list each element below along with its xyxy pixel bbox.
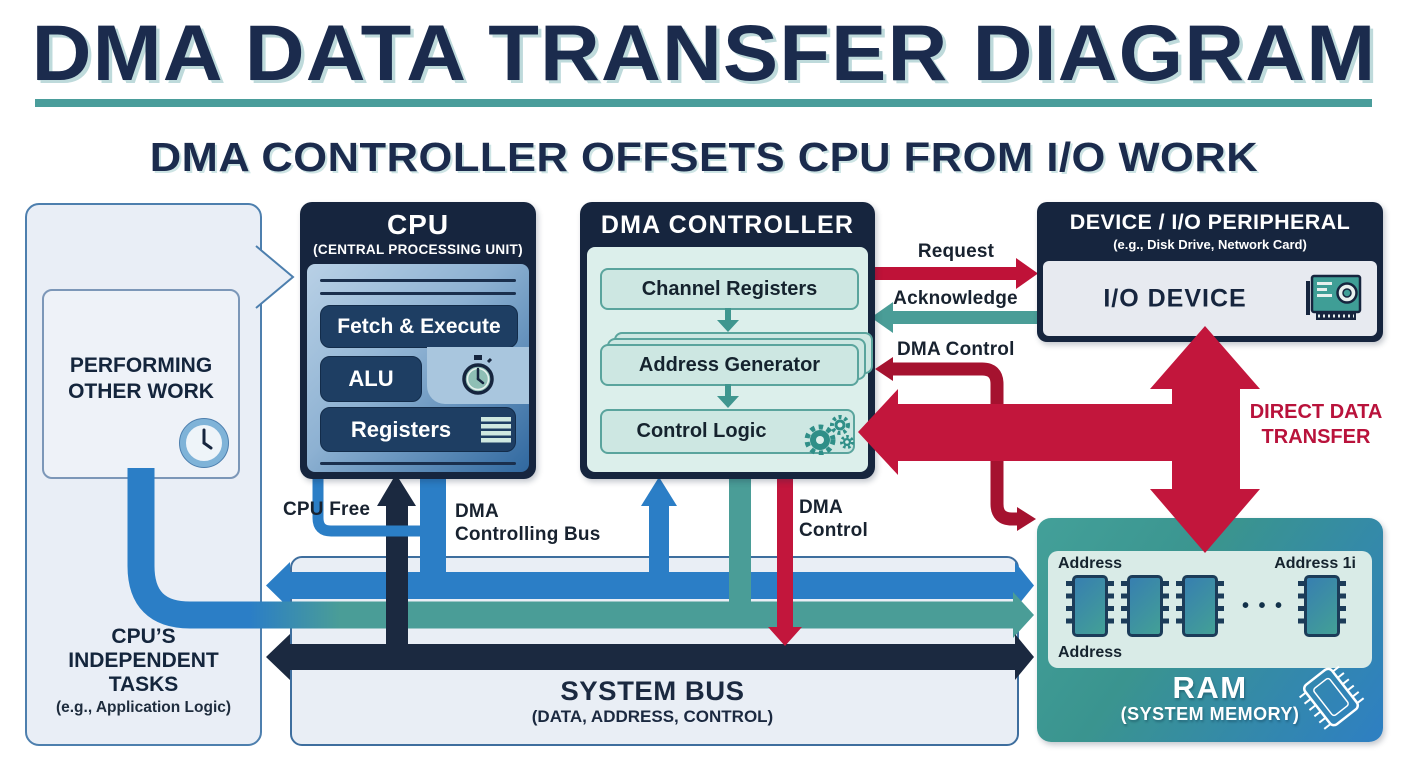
dma-teal-connector [729,468,751,626]
dma-controlling-bus-line2: Controlling Bus [455,524,601,546]
stopwatch-icon [462,354,494,395]
gears-icon [804,415,854,455]
request-arrow [875,258,1038,289]
dma-controller-box: DMA CONTROLLER Channel Registers Address… [580,202,875,479]
dma-control-upper-label: DMA Control [897,339,1015,360]
ram-title: RAM [1172,670,1248,705]
cpu-subtitle: (CENTRAL PROCESSING UNIT) [313,242,523,257]
stopwatch-panel [427,347,529,404]
cpu-box: CPU (CENTRAL PROCESSING UNIT) Fetch & Ex… [300,202,536,479]
cpu-independent-tasks-label: CPU’S INDEPENDENT TASKS [68,625,219,697]
ram-address-top-left: Address [1058,555,1123,572]
cpu-divider [320,292,516,295]
device-subtitle: (e.g., Disk Drive, Network Card) [1113,237,1307,252]
device-title: DEVICE / I/O PERIPHERAL [1069,210,1351,234]
acknowledge-label: Acknowledge [893,288,1018,309]
performing-other-work-box: PERFORMING OTHER WORK [42,289,240,479]
memory-chip-icon [1066,575,1114,637]
cpu-bus-connector-navy [377,474,416,670]
cpu-independent-tasks-note: (e.g., Application Logic) [55,699,232,717]
dma-control-lower-line1: DMA [799,497,843,518]
title-underline [35,99,1372,107]
page-subtitle: DMA CONTROLLER OFFSETS CPU FROM I/O WORK [149,134,1259,180]
fetch-execute-box: Fetch & Execute [320,305,518,348]
device-box: DEVICE / I/O PERIPHERAL (e.g., Disk Driv… [1037,202,1383,342]
network-card-icon [1306,274,1362,320]
ram-address-top-right: Address 1i [1274,555,1356,572]
ram-address-panel: Address Address 1i • • • Address [1048,551,1372,668]
acknowledge-arrow [871,302,1037,333]
cpu-tasks-panel: PERFORMING OTHER WORK CPU’S INDEPENDENT … [25,203,262,746]
dma-controlling-bus-label: DMA Controlling Bus [455,500,600,546]
ram-box: Address Address 1i • • • Address RAM (SY… [1037,518,1383,742]
dma-control-down-arrow [768,468,802,646]
direct-data-transfer-line2: TRANSFER [1261,426,1371,448]
dma-controller-body: Channel Registers Address Generator Cont… [587,247,873,472]
memory-chip-icon [1121,575,1169,637]
flow-arrow-icon [717,308,739,332]
device-header: DEVICE / I/O PERIPHERAL (e.g., Disk Driv… [1037,202,1383,252]
cpu-free-pipe [312,468,424,537]
dma-controlling-bus-line1: DMA [455,501,499,522]
dma-control-lower-line2: Control [799,520,868,542]
memory-chip-icon [1176,575,1224,637]
direct-data-transfer-line1: DIRECT DATA [1249,401,1383,423]
ram-subtitle: (SYSTEM MEMORY) [1120,704,1300,724]
control-bus-arrow-navy [266,634,1034,680]
cpu-divider [320,279,516,282]
alu-box: ALU [320,356,422,402]
device-body: I/O DEVICE [1043,261,1377,336]
dma-blue-up-arrow [641,477,677,593]
cpu-divider [320,462,516,465]
direct-transfer-arrow [858,326,1260,553]
dma-controller-title: DMA CONTROLLER [600,211,855,239]
registers-box: Registers [320,407,516,452]
cpu-header: CPU (CENTRAL PROCESSING UNIT) [300,202,536,257]
speech-tail [252,245,295,309]
flow-arrow-icon [717,384,739,408]
cpu-blue-connector [420,468,446,599]
ram-address-bottom-left: Address [1058,644,1123,661]
page-title: DMA DATA TRANSFER DIAGRAM [31,8,1377,97]
io-device-label: I/O DEVICE [1103,284,1247,312]
ram-chip-outline-icon [1298,665,1365,730]
cpu-free-label: CPU Free [283,499,371,520]
memory-chip-icon [1298,575,1346,637]
request-label: Request [917,241,995,262]
system-bus-subtitle: (DATA, ADDRESS, CONTROL) [531,707,774,726]
dma-control-lower-label: DMA Control [799,496,868,542]
direct-data-transfer-label: DIRECT DATA TRANSFER [1238,400,1394,450]
cpu-title: CPU [386,209,450,240]
cpu-body: Fetch & Execute ALU Registers [307,264,529,472]
ram-ellipsis: • • • [1241,595,1285,617]
dma-bus-arrow-teal [127,468,1034,638]
clock-icon [179,418,229,468]
cpu-independent-tasks: CPU’S INDEPENDENT TASKS (e.g., Applicati… [27,625,260,717]
registers-list-icon [481,417,511,443]
system-bus-title: SYSTEM BUS [560,676,745,706]
channel-registers-box: Channel Registers [600,268,859,310]
performing-other-work-label: PERFORMING OTHER WORK [68,354,214,404]
